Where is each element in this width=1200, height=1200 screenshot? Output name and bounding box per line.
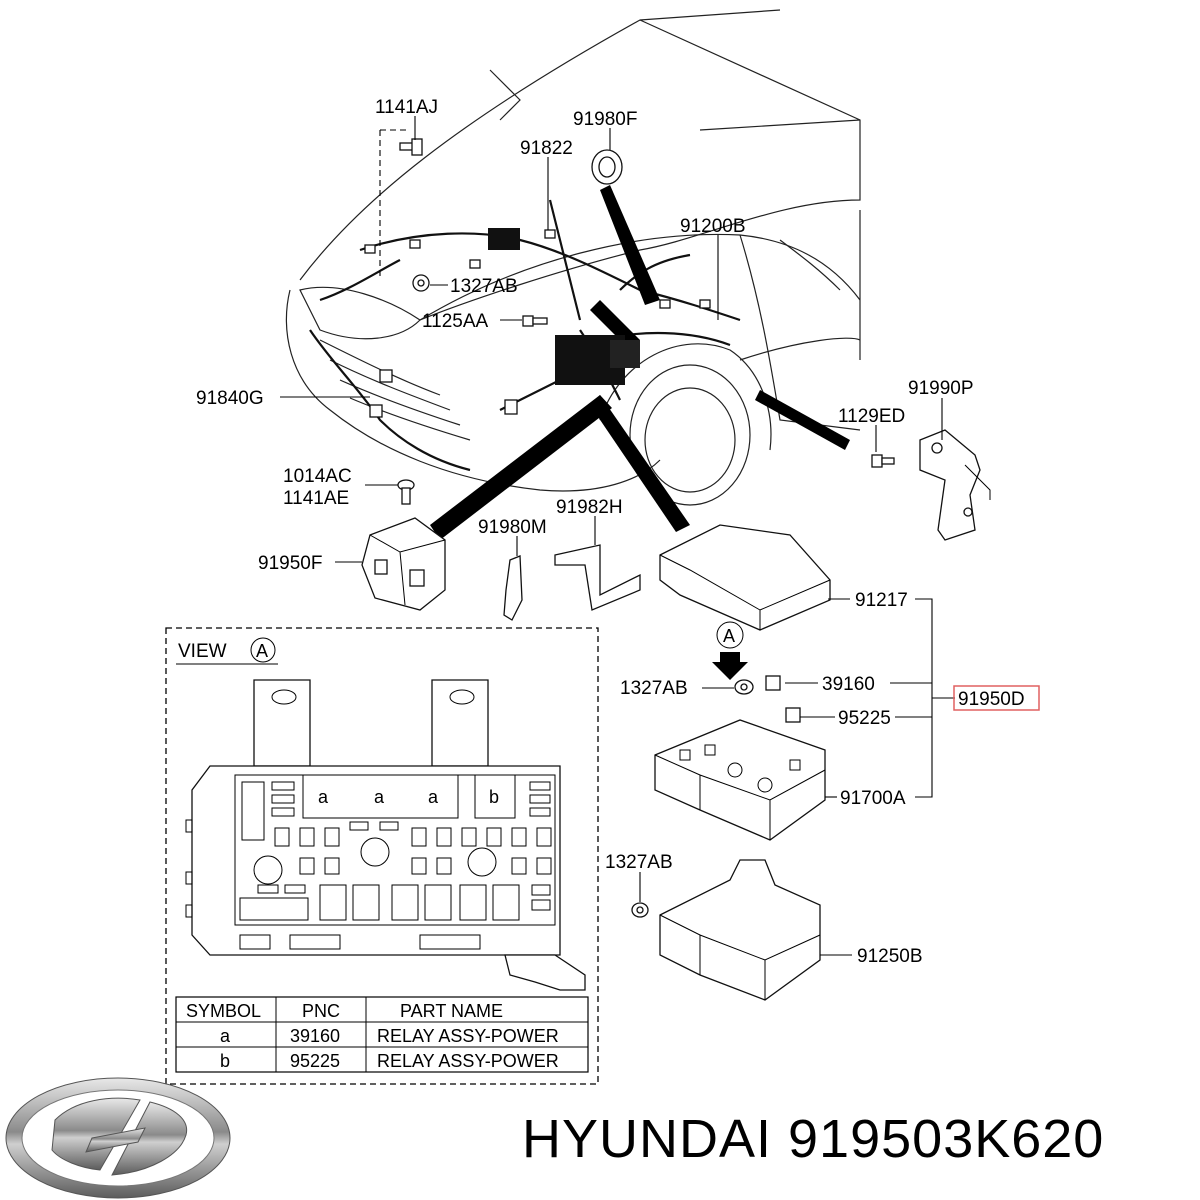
label-1125AA: 1125AA <box>422 311 489 332</box>
bolt-1129ED <box>871 454 895 468</box>
bolt-1141AJ <box>399 138 423 156</box>
label-1014AC: 1014AC <box>283 466 352 487</box>
table-header-symbol: SYMBOL <box>186 1001 261 1021</box>
table-row2-symbol: b <box>220 1051 230 1071</box>
relay-b: b <box>489 787 499 807</box>
relay-a-1: a <box>318 787 329 807</box>
bracket-91980M <box>503 555 523 621</box>
label-95225: 95225 <box>838 708 891 729</box>
brand-part-number: HYUNDAI 919503K620 <box>522 1109 1105 1169</box>
label-91822: 91822 <box>520 138 573 159</box>
view-title: VIEW <box>178 641 227 662</box>
junction-block-91700A <box>654 719 826 841</box>
view-marker: A <box>256 641 268 661</box>
label-91250B: 91250B <box>857 946 923 967</box>
grommet-91980F <box>591 149 623 185</box>
fusebox-91950F <box>361 517 446 611</box>
clip-91982H <box>554 544 641 611</box>
label-1327AB-low: 1327AB <box>605 852 673 873</box>
relay-a-2: a <box>374 787 385 807</box>
label-1141AJ: 1141AJ <box>375 97 438 118</box>
label-91980M: 91980M <box>478 517 547 538</box>
label-39160: 39160 <box>822 674 875 695</box>
highlight-box-91950D <box>953 685 1040 711</box>
hyundai-logo <box>5 1077 231 1199</box>
relay-a-3: a <box>428 787 439 807</box>
table-row1-part-name: RELAY ASSY-POWER <box>377 1026 559 1046</box>
bolt-1014AC <box>397 479 415 505</box>
label-91840G: 91840G <box>196 388 264 409</box>
cover-91217 <box>659 524 831 631</box>
label-91980F: 91980F <box>573 109 637 130</box>
callout-labels: 1141AJ 91980F 91822 91200B 1327AB 1125AA… <box>196 97 1040 967</box>
label-91990P: 91990P <box>908 378 974 399</box>
label-91982H: 91982H <box>556 497 623 518</box>
lower-case-91250B <box>659 859 821 1001</box>
table-header-part-name: PART NAME <box>400 1001 503 1021</box>
table-row1-pnc: 39160 <box>290 1026 340 1046</box>
label-91950D: 91950D <box>958 689 1025 710</box>
label-1141AE: 1141AE <box>283 488 349 509</box>
view-a-panel: VIEW A a a a b <box>165 627 599 1085</box>
label-1327AB-top: 1327AB <box>450 276 518 297</box>
relay-39160 <box>765 675 781 691</box>
wiring-harness <box>309 185 850 540</box>
relay-95225 <box>785 707 801 723</box>
label-1129ED: 1129ED <box>838 406 905 427</box>
label-91700A: 91700A <box>840 788 906 809</box>
bolt-1125AA <box>522 315 548 327</box>
nut-1327AB-top <box>412 274 430 292</box>
view-arrow <box>712 621 748 680</box>
table-row2-pnc: 95225 <box>290 1051 340 1071</box>
bracket-91990P <box>919 429 991 541</box>
table-row1-symbol: a <box>220 1026 231 1046</box>
table-row2-part-name: RELAY ASSY-POWER <box>377 1051 559 1071</box>
arrow-marker-letter: A <box>723 626 735 646</box>
label-91200B: 91200B <box>680 216 746 237</box>
label-1327AB-mid: 1327AB <box>620 678 688 699</box>
nut-1327AB-mid <box>734 679 754 695</box>
nut-1327AB-low <box>631 902 649 918</box>
label-91217: 91217 <box>855 590 908 611</box>
leader-lines <box>280 116 955 956</box>
label-91950F: 91950F <box>258 553 322 574</box>
table-header-pnc: PNC <box>302 1001 340 1021</box>
